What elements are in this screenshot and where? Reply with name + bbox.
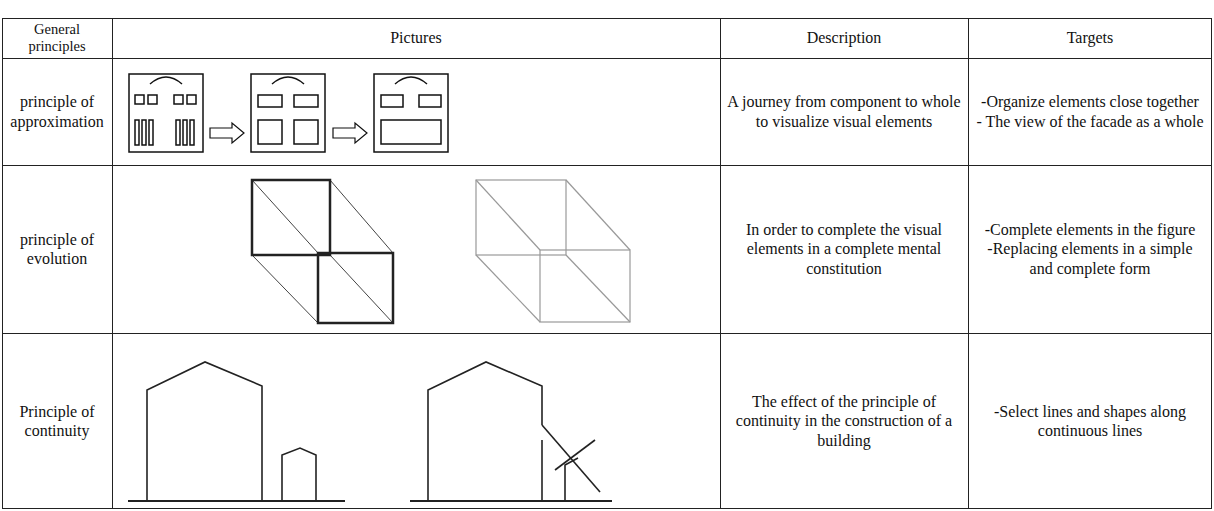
- table-cell: The effect of the principle of continuit…: [720, 333, 968, 509]
- table-cell: -Complete elements in the figure-Replaci…: [968, 165, 1212, 333]
- table-cell: Principle of continuity: [2, 333, 112, 509]
- continuity-buildings: [128, 362, 612, 501]
- table-cell: A journey from component to whole to vis…: [720, 58, 968, 165]
- facade-sequence: [129, 74, 448, 152]
- table-cell-text: - The view of the facade as a whole: [976, 112, 1203, 131]
- column-header: Pictures: [390, 28, 442, 47]
- table-cell: -Organize elements close together- The v…: [968, 58, 1212, 165]
- table-cell-text: principle of evolution: [8, 230, 106, 268]
- table-cell: principle of approximation: [2, 58, 112, 165]
- table-cell: Description: [720, 18, 968, 58]
- table-cell-text: Principle of continuity: [8, 402, 106, 440]
- table-cell-text: principle of approximation: [8, 92, 106, 130]
- column-header: Targets: [1067, 28, 1114, 47]
- table-cell-text: -Replacing elements in a simple and comp…: [974, 239, 1206, 277]
- table-cell: Targets: [968, 18, 1212, 58]
- table-cell-text: -Organize elements close together: [981, 92, 1199, 111]
- table-rules: [2, 18, 1212, 509]
- column-header: Description: [807, 28, 882, 47]
- table-cell: -Select lines and shapes along continuou…: [968, 333, 1212, 509]
- table-cell-text: In order to complete the visual elements…: [726, 220, 962, 278]
- table-cell-text: -Select lines and shapes along continuou…: [974, 402, 1206, 440]
- table-cell: In order to complete the visual elements…: [720, 165, 968, 333]
- table-cell-text: A journey from component to whole to vis…: [726, 92, 962, 130]
- table-cell: principle of evolution: [2, 165, 112, 333]
- table-cell-text: -Complete elements in the figure: [985, 220, 1196, 239]
- table-cell: General principles: [2, 18, 112, 58]
- cube-completion: [252, 180, 630, 323]
- table-cell: Pictures: [112, 18, 720, 58]
- column-header: General principles: [8, 21, 106, 56]
- table-cell-text: The effect of the principle of continuit…: [726, 392, 962, 450]
